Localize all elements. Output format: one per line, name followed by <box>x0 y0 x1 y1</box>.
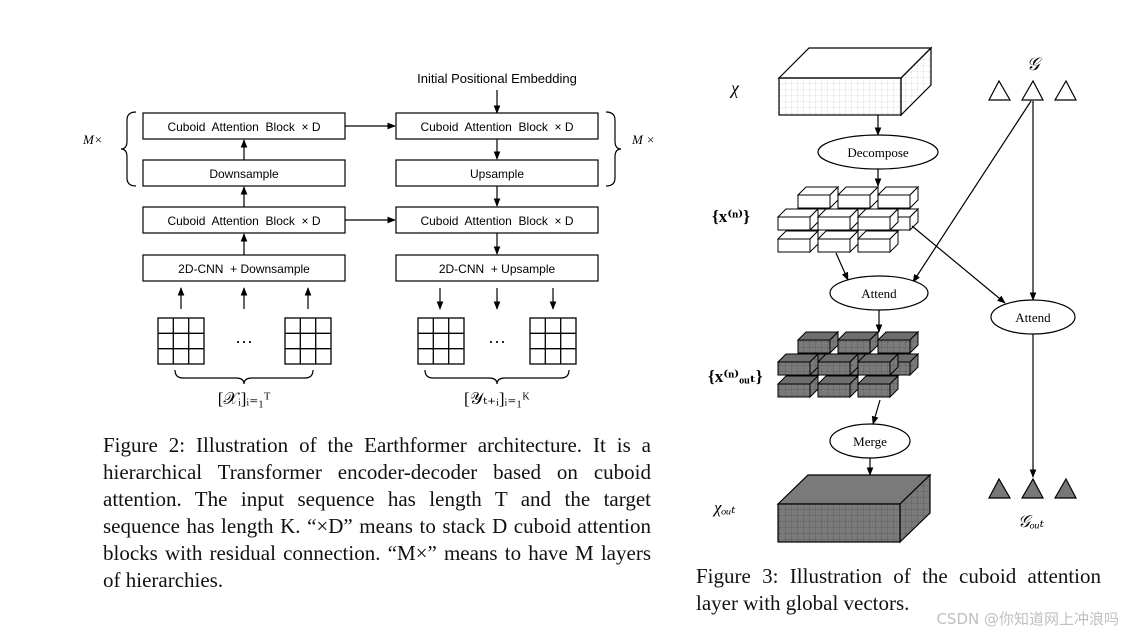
small-cuboid <box>877 339 911 354</box>
small-cuboid <box>857 216 891 231</box>
small-cuboid <box>837 194 871 209</box>
small-cuboid <box>777 383 811 398</box>
global-vector-triangle <box>1020 79 1044 101</box>
small-cuboid <box>797 339 831 354</box>
merge-label: Merge <box>853 434 887 449</box>
decoder-cnn-block <box>395 254 599 282</box>
small-cuboid <box>837 339 871 354</box>
figure2-caption: Figure 2: Illustration of the Earthforme… <box>103 433 651 592</box>
m-times-left: M× <box>82 132 103 147</box>
small-cuboid <box>777 238 811 253</box>
downsample-label: Downsample <box>209 167 279 181</box>
upsample-block <box>395 159 599 187</box>
output-grid-last <box>529 317 577 365</box>
decoder-cab-top-label: Cuboid Attention Block × D <box>420 120 573 134</box>
output-cuboids <box>776 330 920 399</box>
decoder-cnn-label: 2D-CNN + Upsample <box>439 262 556 276</box>
attend-global-label: Attend <box>1015 310 1051 325</box>
input-tensor-cuboid <box>777 46 933 117</box>
m-times-right: M × <box>631 132 655 147</box>
g-out-label: 𝒢ₒᵤₜ <box>1018 512 1045 531</box>
small-cuboid <box>797 194 831 209</box>
decompose-label: Decompose <box>847 145 909 160</box>
encoder-cab-top-label: Cuboid Attention Block × D <box>167 120 320 134</box>
xn-out-label: {x⁽ⁿ⁾ₒᵤₜ} <box>708 367 763 386</box>
output-tensor-cuboid <box>776 473 932 544</box>
global-vector-triangle <box>988 79 1012 101</box>
figure3-caption: Figure 3: Illustration of the cuboid att… <box>696 564 1101 615</box>
initial-positional-embedding-label: Initial Positional Embedding <box>417 71 577 86</box>
output-grid-first <box>417 317 465 365</box>
decoder-cuboid-attention-top <box>395 112 599 140</box>
small-cuboid <box>817 216 851 231</box>
global-vector-triangle <box>1053 79 1077 101</box>
decomposed-cuboids <box>776 185 920 254</box>
chi-out-label: χₒᵤₜ <box>712 498 736 517</box>
output-global-vector-triangle <box>1053 477 1077 499</box>
small-cuboid <box>857 383 891 398</box>
attend-local-label: Attend <box>861 286 897 301</box>
input-ellipsis: ··· <box>235 331 253 351</box>
small-cuboid <box>817 238 851 253</box>
small-cuboid <box>777 216 811 231</box>
input-sequence-label: [𝒳ᵢ]ᵢ₌₁ᵀ <box>218 389 271 408</box>
output-global-vector-triangle <box>1020 477 1044 499</box>
global-vectors-label: 𝒢 <box>1027 54 1043 74</box>
small-cuboid <box>817 361 851 376</box>
output-global-vector-triangle <box>988 477 1012 499</box>
chi-label: χ <box>729 78 740 98</box>
watermark: CSDN @你知道网上冲浪吗 <box>936 610 1119 628</box>
fig3-diagram: χ Decompose {x⁽ⁿ⁾} 𝒢 Attend Attend {x⁽ⁿ⁾… <box>708 46 1077 544</box>
upsample-label: Upsample <box>470 167 524 181</box>
small-cuboid <box>877 194 911 209</box>
decoder-cab-bottom-label: Cuboid Attention Block × D <box>420 214 573 228</box>
small-cuboid <box>817 383 851 398</box>
fig2-diagram: Initial Positional Embedding Cuboid Atte… <box>82 71 655 408</box>
encoder-cnn-label: 2D-CNN + Downsample <box>178 262 310 276</box>
encoder-cab-bottom-label: Cuboid Attention Block × D <box>167 214 320 228</box>
output-ellipsis: ··· <box>488 331 506 351</box>
input-grid-first <box>157 317 205 365</box>
small-cuboid <box>777 361 811 376</box>
input-grid-last <box>284 317 332 365</box>
small-cuboid <box>857 238 891 253</box>
xn-label: {x⁽ⁿ⁾} <box>712 207 750 226</box>
small-cuboid <box>857 361 891 376</box>
output-sequence-label: [𝒴ₜ₊ᵢ]ᵢ₌₁ᴷ <box>464 389 530 408</box>
